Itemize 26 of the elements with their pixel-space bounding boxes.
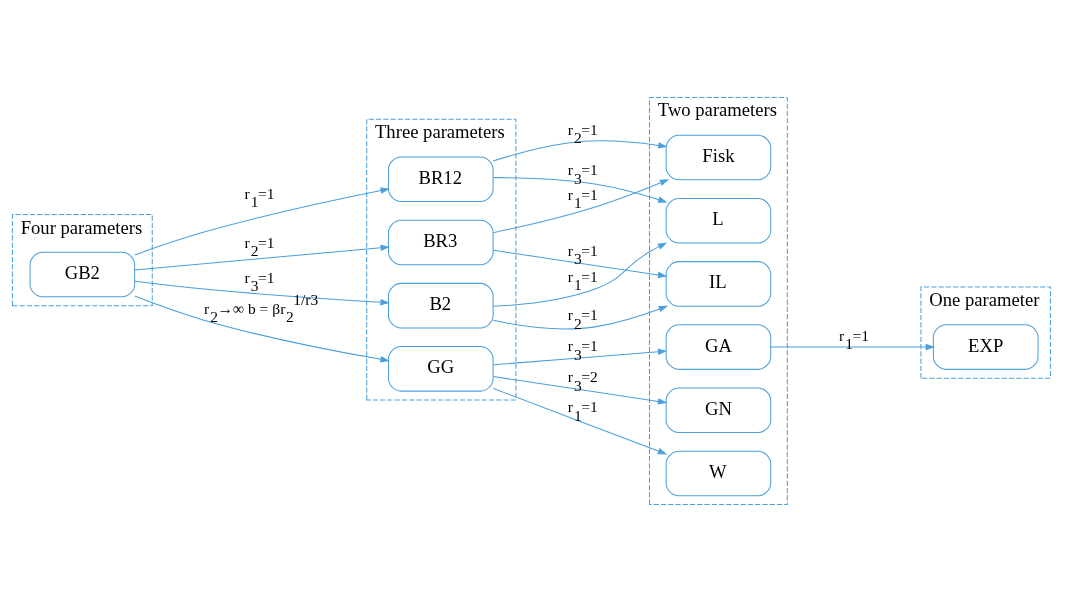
node-box: GN	[665, 387, 772, 434]
node-box: BR3	[387, 219, 494, 266]
arrow	[492, 387, 668, 455]
arrow	[134, 244, 390, 271]
arrow	[492, 348, 668, 366]
node-box: EXP	[932, 324, 1039, 370]
node-box: L	[665, 197, 772, 244]
arrow	[492, 305, 669, 330]
arrow	[492, 140, 668, 162]
arrow	[492, 249, 668, 279]
arrow	[492, 242, 668, 307]
node-box: W	[665, 450, 772, 497]
node-box: GG	[387, 346, 494, 392]
arrow	[492, 177, 668, 203]
node-box: B2	[387, 282, 494, 329]
arrow	[770, 343, 935, 351]
arrow	[134, 187, 390, 256]
node-box: IL	[665, 261, 772, 307]
node-box: GA	[665, 324, 772, 370]
node-box: GB2	[29, 251, 136, 298]
arrow	[492, 376, 668, 405]
arrow	[134, 280, 390, 306]
node-box: Fisk	[665, 134, 772, 181]
arrow	[492, 179, 670, 234]
arrow	[134, 295, 390, 363]
node-box: BR12	[387, 156, 494, 203]
